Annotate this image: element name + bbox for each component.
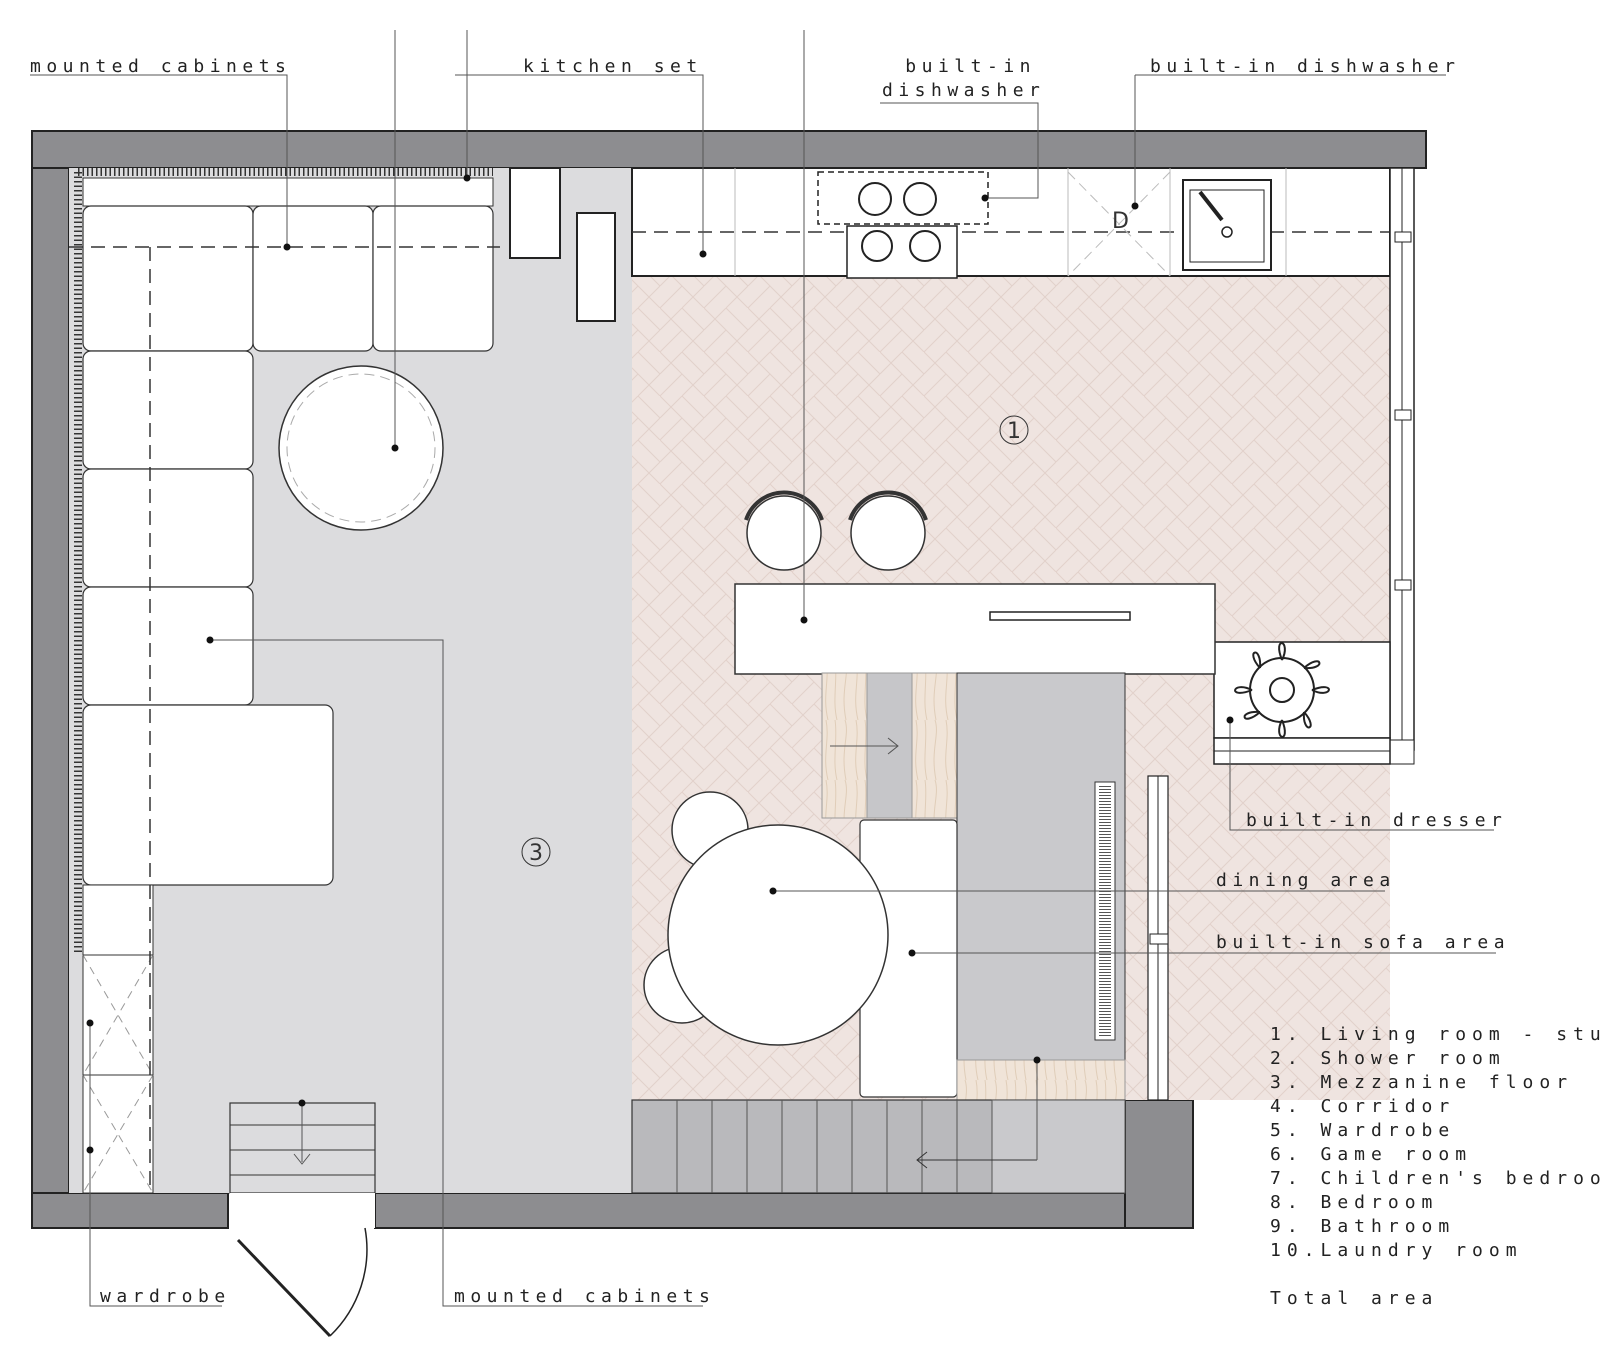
wall-left: [31, 130, 70, 1229]
legend-total: Total area: [1270, 1288, 1438, 1309]
bar-stool: [850, 495, 926, 571]
wall-top: [31, 130, 1427, 169]
label-built-in-sofa-area: built-in sofa area: [1216, 932, 1510, 953]
label-dining-area: dining area: [1216, 870, 1396, 891]
mezzanine-furniture: [69, 167, 616, 1194]
plant-icon: [1234, 642, 1330, 738]
label-built-in-dishwasher-2: built-in dishwasher: [1150, 56, 1460, 77]
room-markers: 1 3: [521, 415, 1029, 867]
stairs: [631, 1099, 1126, 1194]
kitchen-counter: D: [631, 167, 1391, 279]
legend: 1. Living room - stu 2. Shower room 3. M…: [1270, 1024, 1600, 1309]
label-dishwasher-1: dishwasher: [882, 80, 1045, 101]
entrance-door: [230, 1193, 375, 1338]
wall-block-bottom-right: [1124, 1099, 1194, 1229]
legend-item: 5. Wardrobe: [1270, 1120, 1455, 1141]
leader-dots: [86, 174, 1234, 1154]
room-marker-1: 1: [1007, 419, 1021, 444]
legend-item: 8. Bedroom: [1270, 1192, 1438, 1213]
legend-item: 10.Laundry room: [1270, 1240, 1523, 1261]
legend-item: 6. Game room: [1270, 1144, 1472, 1165]
sink: [1182, 179, 1272, 271]
window-right: [1389, 167, 1415, 765]
legend-item: 4. Corridor: [1270, 1096, 1455, 1117]
wall-bottom-right: [374, 1192, 1194, 1229]
label-built-in-dishwasher-1: built-in: [905, 56, 1036, 77]
label-mounted-cabinets-top: mounted cabinets: [30, 56, 291, 77]
built-in-dresser: [1213, 641, 1391, 765]
dining-furniture: [631, 490, 1216, 1194]
legend-item: 3. Mezzanine floor: [1270, 1072, 1573, 1093]
round-coffee-table: [278, 365, 444, 531]
legend-item: 9. Bathroom: [1270, 1216, 1455, 1237]
legend-item: 7. Children's bedroo: [1270, 1168, 1600, 1189]
label-built-in-dresser: built-in dresser: [1246, 810, 1507, 831]
label-kitchen-set: kitchen set: [523, 56, 703, 77]
label-wardrobe: wardrobe: [100, 1286, 231, 1307]
bar-stool: [746, 495, 822, 571]
dishwasher-mark: D: [1112, 209, 1129, 234]
dining-table: [667, 824, 889, 1046]
labels: mounted cabinets kitchen set built-in di…: [30, 56, 1510, 1307]
legend-item: 2. Shower room: [1270, 1048, 1506, 1069]
cooktop-upper: [817, 171, 989, 225]
room-marker-3: 3: [529, 841, 543, 866]
wall-bottom-left: [31, 1192, 229, 1229]
kitchen-island: [734, 583, 1216, 675]
leader-lines: [30, 30, 1496, 1307]
legend-item: 1. Living room - stu: [1270, 1024, 1600, 1045]
label-mounted-cabinets-bottom: mounted cabinets: [454, 1286, 715, 1307]
